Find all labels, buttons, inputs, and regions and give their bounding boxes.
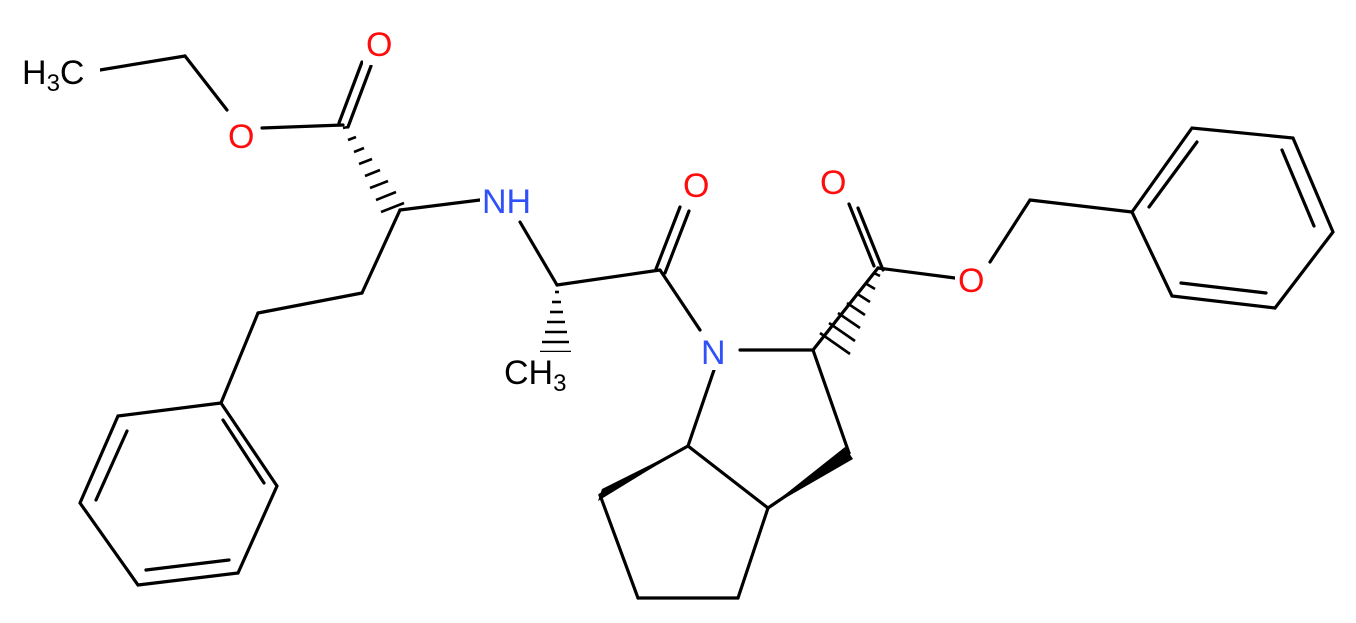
bond-c2-c3 <box>811 348 851 455</box>
label-bg <box>500 352 584 394</box>
ester-o-double-label: O <box>366 26 392 64</box>
phenyl-left-inner-3 <box>94 429 129 502</box>
phenyl-ring-right <box>1130 126 1335 310</box>
bond-o-carbonyl <box>260 123 345 130</box>
atom-labels: H3C O O NH O CH3 N O O <box>15 25 987 397</box>
alanine-ch3-label: CH3 <box>504 354 566 397</box>
stereo-bonds <box>342 125 881 508</box>
nh-label: NH <box>482 183 531 221</box>
label-bg <box>698 332 730 370</box>
label-bg <box>15 45 100 90</box>
label-bg <box>681 166 713 204</box>
phenyl-right-inner-1 <box>1147 140 1199 209</box>
solid-wedge-c7a <box>598 446 688 501</box>
phenyl-left-inner-1 <box>221 418 266 485</box>
bond-carboxyl-co-a <box>847 202 876 268</box>
solid-wedge-c3a <box>768 447 853 508</box>
bond-nh-ala <box>518 220 559 287</box>
ethyl-ch3-label: H3C <box>22 54 84 97</box>
bond-ch2-phenyl <box>1028 198 1134 214</box>
phenyl-right-inner-3 <box>1179 281 1268 295</box>
bond-o-ch2 <box>988 198 1032 264</box>
bond-ch2-o <box>183 54 229 112</box>
ring-n-label: N <box>701 334 726 372</box>
hashed-wedge-alanine <box>540 290 571 354</box>
label-bg <box>817 162 849 202</box>
bond-c7a-n <box>686 368 716 448</box>
bond-carboxyl-o <box>876 266 957 280</box>
bond-cgamma-phenyl <box>219 311 260 405</box>
bond-calpha-cbeta <box>360 208 402 295</box>
phenyl-right-inner-2 <box>1280 148 1316 228</box>
hashed-wedge-ester <box>342 125 405 214</box>
bonds <box>78 54 1335 600</box>
bond-ala-carbonyl <box>555 268 662 287</box>
hashed-wedge-carboxyl <box>819 271 881 356</box>
label-bg <box>955 260 987 300</box>
label-bg <box>226 116 258 154</box>
amide-o-label: O <box>683 167 709 205</box>
bond-c5-c4 <box>736 506 770 600</box>
label-bg <box>363 25 393 65</box>
benzyl-o-single-label: O <box>958 262 984 300</box>
bond-ester-carbonyl-double-a <box>337 60 364 125</box>
bond-amide-co-a <box>654 205 682 271</box>
ester-o-single-label: O <box>228 118 254 156</box>
label-bg <box>480 180 542 220</box>
bond-c7-c6 <box>598 493 640 600</box>
bond-carboxyl-co-b <box>856 206 885 272</box>
bond-c2-carboxyl <box>811 266 880 352</box>
bond-ester-carbonyl-double-b <box>346 64 373 129</box>
bond-amide-n <box>658 268 702 332</box>
bond-amide-co-b <box>663 209 691 275</box>
bond-cbeta-cgamma <box>256 291 364 315</box>
bond-ch3-ch2 <box>98 54 187 72</box>
bond-c3a-c7a <box>686 444 770 510</box>
bond-calpha-nh <box>398 198 482 212</box>
phenyl-ring-left <box>78 401 279 587</box>
phenyl-left-inner-2 <box>144 558 231 572</box>
benzyl-o-double-label: O <box>820 164 846 202</box>
